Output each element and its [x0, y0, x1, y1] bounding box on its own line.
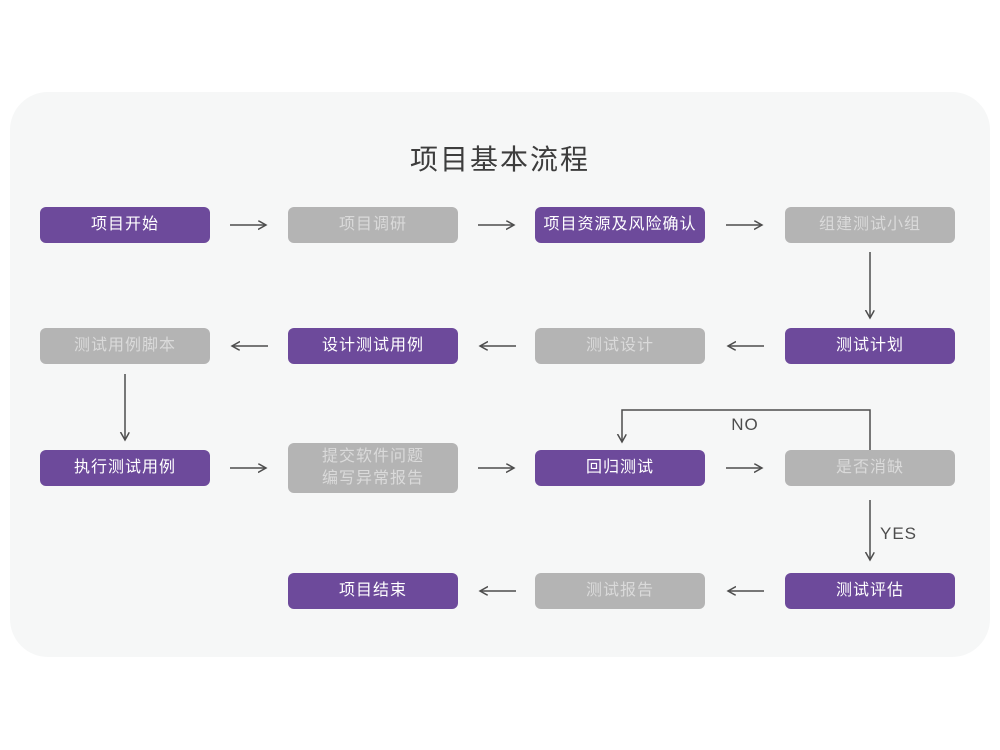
node-label: 项目调研 [338, 215, 407, 233]
node-test-case-script: 测试用例脚本 [40, 328, 210, 364]
node-label: 回归测试 [585, 458, 654, 476]
flowchart-panel [10, 92, 990, 657]
node-label: 设计测试用例 [321, 336, 424, 354]
node-label-line2: 编写异常报告 [321, 470, 424, 487]
node-test-plan: 测试计划 [785, 328, 955, 364]
node-execute-test-case: 执行测试用例 [40, 450, 210, 486]
node-test-report: 测试报告 [535, 573, 705, 609]
node-design-test-case: 设计测试用例 [288, 328, 458, 364]
node-test-evaluation: 测试评估 [785, 573, 955, 609]
page-title: 项目基本流程 [409, 144, 590, 175]
node-project-research: 项目调研 [288, 207, 458, 243]
node-label: 测试评估 [835, 581, 904, 599]
node-label: 测试用例脚本 [73, 336, 176, 354]
node-regression-test: 回归测试 [535, 450, 705, 486]
node-label: 执行测试用例 [73, 458, 176, 476]
node-label: 测试设计 [585, 336, 654, 354]
node-submit-issue-report: 提交软件问题 编写异常报告 [288, 443, 458, 493]
node-label: 项目结束 [338, 581, 407, 599]
node-defect-cleared: 是否消缺 [785, 450, 955, 486]
node-test-design: 测试设计 [535, 328, 705, 364]
node-label: 组建测试小组 [818, 215, 921, 233]
node-label: 项目资源及风险确认 [543, 215, 697, 233]
node-resource-risk: 项目资源及风险确认 [535, 207, 705, 243]
node-project-start: 项目开始 [40, 207, 210, 243]
node-project-end: 项目结束 [288, 573, 458, 609]
node-label: 测试计划 [835, 336, 904, 354]
node-label: 项目开始 [90, 215, 159, 233]
node-label: 是否消缺 [835, 458, 904, 476]
node-label-line1: 提交软件问题 [321, 447, 424, 465]
node-label: 测试报告 [585, 581, 654, 599]
node-build-test-team: 组建测试小组 [785, 207, 955, 243]
